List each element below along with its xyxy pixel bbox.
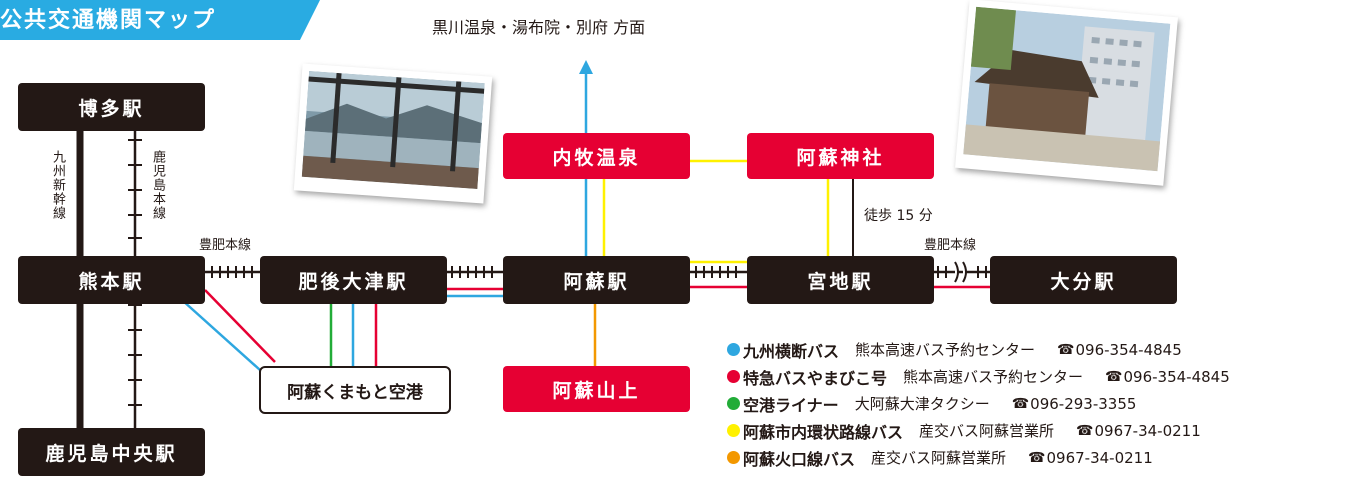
legend-bus-name: 特急バスやまびこ号 [743, 368, 888, 388]
destination-uchinomaki-onsen[interactable]: 内牧温泉 [503, 133, 690, 179]
legend-bus-name: 空港ライナー [743, 395, 839, 415]
legend-contact: 熊本高速バス予約センター [855, 341, 1036, 359]
legend-row: 阿蘇市内環状路線バス 産交バス阿蘇営業所 ☎ 0967-34-0211 [727, 417, 1230, 444]
phone-icon: ☎ [1105, 368, 1123, 385]
destination-aso-kumamoto-airport[interactable]: 阿蘇くまもと空港 [259, 366, 451, 414]
label-kyushu-shinkansen: 九州新幹線 [50, 150, 65, 220]
station-miyaji[interactable]: 宮地駅 [747, 256, 934, 304]
phone-icon: ☎ [1076, 422, 1094, 439]
legend-row: 九州横断バス 熊本高速バス予約センター ☎ 096-354-4845 [727, 336, 1230, 363]
legend-dot [727, 397, 740, 410]
legend-dot [727, 370, 740, 383]
label-hohi-line-west: 豊肥本線 [199, 238, 252, 253]
phone-icon: ☎ [1011, 395, 1030, 412]
legend-phone[interactable]: 096-354-4845 [1123, 367, 1230, 386]
station-aso[interactable]: 阿蘇駅 [503, 256, 690, 304]
legend-contact: 大阿蘇大津タクシー [854, 395, 990, 413]
legend-contact: 産交バス阿蘇営業所 [919, 422, 1055, 440]
legend-bus-name: 阿蘇火口線バス [743, 449, 856, 469]
shrine-photo [955, 0, 1178, 186]
legend-bus-name: 九州横断バス [743, 341, 840, 361]
label-kagoshima-line: 鹿児島本線 [150, 150, 165, 220]
station-kagoshima-chuo[interactable]: 鹿児島中央駅 [18, 428, 205, 476]
north-arrow-head [579, 60, 593, 74]
legend-contact: 熊本高速バス予約センター [903, 368, 1084, 386]
label-hohi-line-east: 豊肥本線 [924, 238, 977, 253]
legend-dot [727, 343, 740, 356]
station-kumamoto[interactable]: 熊本駅 [18, 256, 205, 304]
legend-phone[interactable]: 096-293-3355 [1030, 394, 1137, 413]
destination-aso-shrine[interactable]: 阿蘇神社 [747, 133, 934, 179]
legend-row: 特急バスやまびこ号 熊本高速バス予約センター ☎ 096-354-4845 [727, 363, 1230, 390]
legend-row: 阿蘇火口線バス 産交バス阿蘇営業所 ☎ 0967-34-0211 [727, 444, 1230, 471]
station-higo-ozu[interactable]: 肥後大津駅 [260, 256, 447, 304]
station-hakata[interactable]: 博多駅 [18, 83, 205, 131]
legend-dot [727, 451, 740, 464]
legend-row: 空港ライナー 大阿蘇大津タクシー ☎ 096-293-3355 [727, 390, 1230, 417]
route-yamabiko [204, 289, 276, 363]
title-banner: 公共交通機関マップ [0, 0, 320, 40]
page-title: 公共交通機関マップ [0, 8, 217, 33]
bus-legend: 九州横断バス 熊本高速バス予約センター ☎ 096-354-4845 特急バスや… [727, 336, 1230, 471]
legend-phone[interactable]: 096-354-4845 [1075, 340, 1182, 359]
route-kyushu-odan [181, 299, 261, 371]
legend-phone[interactable]: 0967-34-0211 [1046, 448, 1153, 467]
route-aso-loop [602, 159, 830, 258]
legend-phone[interactable]: 0967-34-0211 [1094, 421, 1201, 440]
phone-icon: ☎ [1028, 449, 1046, 466]
station-oita[interactable]: 大分駅 [990, 256, 1177, 304]
phone-icon: ☎ [1057, 341, 1075, 358]
line-break-symbol [954, 261, 967, 283]
hot-spring-photo [293, 63, 493, 204]
label-walk-time: 徒歩 15 分 [864, 208, 933, 224]
legend-bus-name: 阿蘇市内環状路線バス [743, 422, 904, 442]
legend-contact: 産交バス阿蘇営業所 [871, 449, 1007, 467]
destination-aso-summit[interactable]: 阿蘇山上 [503, 366, 690, 412]
legend-dot [727, 424, 740, 437]
north-destination-label: 黒川温泉・湯布院・別府 方面 [432, 18, 646, 37]
title-banner-shape [0, 0, 320, 40]
